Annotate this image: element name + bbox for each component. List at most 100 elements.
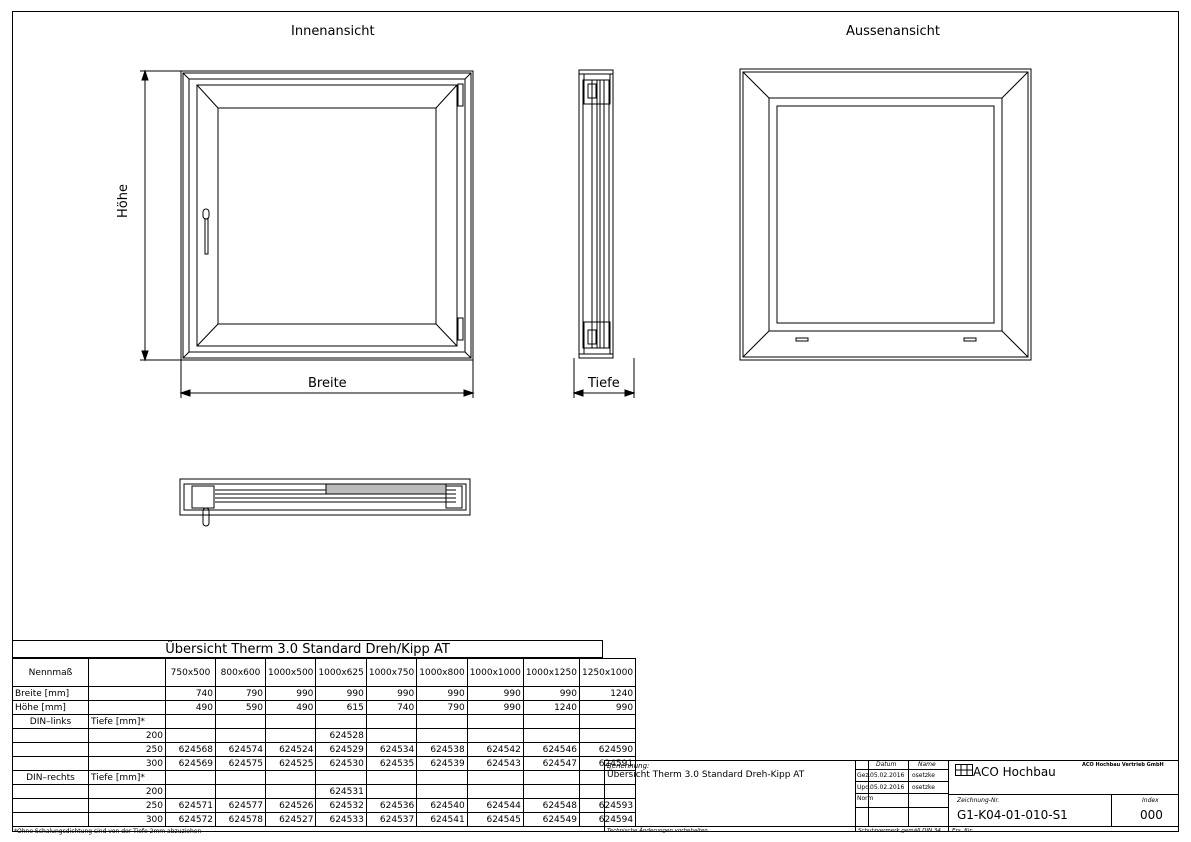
size-cell: 1000x750 xyxy=(365,658,418,687)
article-number-cell: 624545 xyxy=(466,812,524,827)
article-number-cell: 624534 xyxy=(365,742,418,757)
designation-label: Benennung: xyxy=(607,762,650,770)
norm-label: Norm xyxy=(857,795,874,802)
updated-name: osetzke xyxy=(912,784,935,791)
article-number-cell: 624571 xyxy=(165,798,216,813)
depth-cell: 200 xyxy=(88,728,166,743)
article-number-cell: 624543 xyxy=(466,756,524,771)
article-number-cell xyxy=(264,784,317,799)
article-number-cell: 624524 xyxy=(264,742,317,757)
overview-table-title: Übersicht Therm 3.0 Standard Dreh/Kipp A… xyxy=(12,640,603,658)
index-label: Index xyxy=(1142,797,1159,804)
article-number-cell: 624532 xyxy=(315,798,367,813)
depth-dimension-line xyxy=(572,358,636,398)
article-number-cell: 624529 xyxy=(315,742,367,757)
article-number-cell: 624544 xyxy=(466,798,524,813)
din-right-label: DIN–rechts xyxy=(12,770,89,785)
article-number-cell: 624572 xyxy=(165,812,216,827)
width-cell: 990 xyxy=(315,686,367,701)
height-cell: 590 xyxy=(215,700,266,715)
drawing-number: G1-K04-01-010-S1 xyxy=(957,808,1068,822)
article-number-cell: 624569 xyxy=(165,756,216,771)
depth-header: Tiefe [mm]* xyxy=(88,770,166,785)
company-logo-text: ACO Hochbau xyxy=(973,765,1056,779)
inside-view-window xyxy=(180,70,474,361)
article-number-cell: 624540 xyxy=(416,798,468,813)
article-number-cell: 624537 xyxy=(365,812,418,827)
article-number-cell xyxy=(365,728,418,743)
article-number-cell xyxy=(522,728,580,743)
article-number-cell: 624577 xyxy=(215,798,266,813)
updated-date: 05.02.2016 xyxy=(870,784,905,791)
article-number-cell xyxy=(264,728,317,743)
top-section-view xyxy=(179,478,471,527)
height-cell: 490 xyxy=(165,700,216,715)
article-number-cell: 624568 xyxy=(165,742,216,757)
article-number-cell xyxy=(215,784,266,799)
width-row-label: Breite [mm] xyxy=(12,686,89,701)
article-number-cell: 624528 xyxy=(315,728,367,743)
side-section-view xyxy=(578,69,614,359)
table-row: Nennmaß 750x500 800x600 1000x500 1000x62… xyxy=(12,658,637,687)
article-number-cell xyxy=(165,728,216,743)
article-number-cell xyxy=(466,728,524,743)
outside-view-window xyxy=(739,68,1032,361)
depth-dimension-label: Tiefe xyxy=(588,376,620,391)
article-number-cell xyxy=(466,784,524,799)
drawn-name: osetzke xyxy=(912,772,935,779)
din-left-label: DIN–links xyxy=(12,714,89,729)
width-cell: 990 xyxy=(365,686,418,701)
article-number-cell: 624526 xyxy=(264,798,317,813)
article-number-cell xyxy=(578,728,637,743)
table-row: DIN–rechts Tiefe [mm]* xyxy=(12,770,637,785)
article-number-cell: 624548 xyxy=(522,798,580,813)
depth-cell: 250 xyxy=(88,742,166,757)
article-number-cell xyxy=(215,728,266,743)
article-number-cell xyxy=(522,784,580,799)
article-number-cell: 624590 xyxy=(578,742,637,757)
article-number-cell: 624536 xyxy=(365,798,418,813)
article-number-cell xyxy=(165,784,216,799)
size-cell: 800x600 xyxy=(215,658,266,687)
article-number-cell: 624530 xyxy=(315,756,367,771)
designation-text: Übersicht Therm 3.0 Standard Dreh-Kipp A… xyxy=(607,770,805,780)
drawing-frame xyxy=(12,11,1179,832)
width-cell: 990 xyxy=(522,686,580,701)
width-dimension-line xyxy=(179,360,475,398)
article-number-cell xyxy=(365,784,418,799)
depth-cell: 300 xyxy=(88,756,166,771)
height-cell: 490 xyxy=(264,700,317,715)
aco-logo-icon xyxy=(955,764,973,776)
replacement-label: Ers. für: xyxy=(952,828,974,834)
table-row: Höhe [mm] 490 590 490 615 740 790 990 12… xyxy=(12,700,637,715)
size-cell: 1250x1000 xyxy=(578,658,637,687)
changes-note: Technische Änderungen vorbehalten xyxy=(607,828,708,834)
article-number-cell: 624525 xyxy=(264,756,317,771)
article-number-cell: 624578 xyxy=(215,812,266,827)
article-number-cell: 624542 xyxy=(466,742,524,757)
height-cell: 990 xyxy=(466,700,524,715)
article-number-cell: 624546 xyxy=(522,742,580,757)
article-number-cell: 624594 xyxy=(578,812,637,827)
height-cell: 1240 xyxy=(522,700,580,715)
article-number-cell: 624593 xyxy=(578,798,637,813)
height-cell: 990 xyxy=(578,700,637,715)
updated-label: Upd. xyxy=(857,784,871,791)
height-cell: 740 xyxy=(365,700,418,715)
size-cell: 1000x500 xyxy=(264,658,317,687)
index-value: 000 xyxy=(1140,808,1163,822)
height-dimension-line xyxy=(140,69,181,362)
date-header: Datum xyxy=(876,761,897,768)
inside-view-label: Innenansicht xyxy=(291,24,375,39)
width-cell: 1240 xyxy=(578,686,637,701)
width-cell: 740 xyxy=(165,686,216,701)
article-number-cell: 624541 xyxy=(416,812,468,827)
table-footnote: *Ohne Schalungsdichtung sind von der Tie… xyxy=(14,828,202,835)
depth-cell: 250 xyxy=(88,798,166,813)
